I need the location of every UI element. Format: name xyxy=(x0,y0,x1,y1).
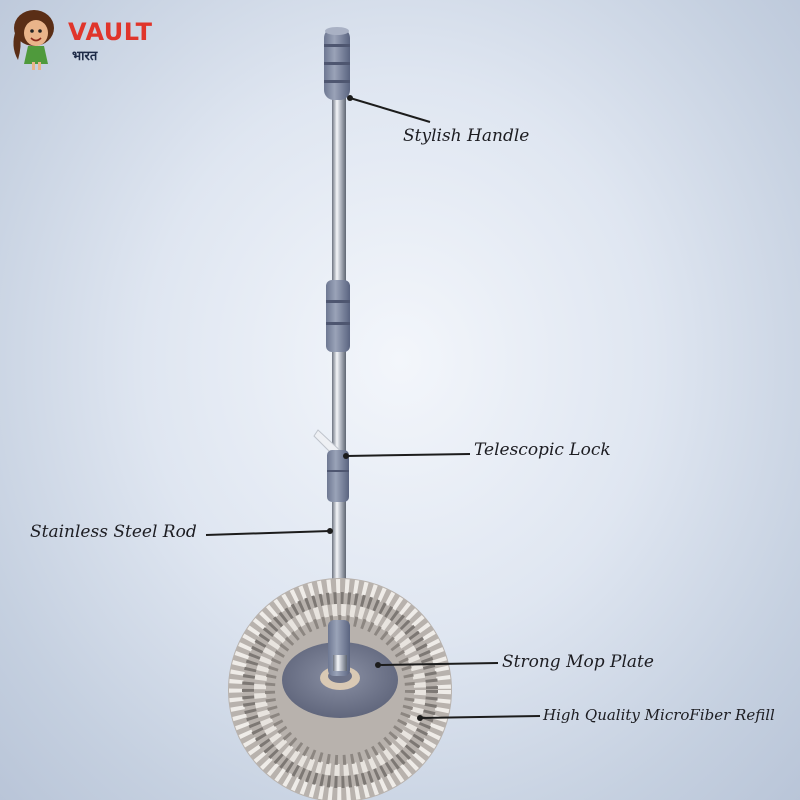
middle-grip xyxy=(326,280,350,352)
handle-grip xyxy=(324,27,350,100)
brand-logo: VAULT भारत xyxy=(6,6,156,70)
callout-dots xyxy=(327,95,423,721)
logo-name: VAULT xyxy=(68,18,153,46)
label-steel-rod: Stainless Steel Rod xyxy=(30,522,197,542)
label-mop-plate: Strong Mop Plate xyxy=(502,652,654,672)
label-microfiber-refill: High Quality MicroFiber Refill xyxy=(543,706,775,724)
label-stylish-handle: Stylish Handle xyxy=(403,126,530,146)
mascot-icon xyxy=(13,10,54,70)
logo-tagline: भारत xyxy=(72,49,98,64)
mop-plate xyxy=(282,620,398,718)
telescopic-lock xyxy=(313,429,349,502)
label-telescopic-lock: Telescopic Lock xyxy=(474,440,611,460)
steel-rod xyxy=(332,80,346,640)
callout-lines xyxy=(205,97,541,719)
